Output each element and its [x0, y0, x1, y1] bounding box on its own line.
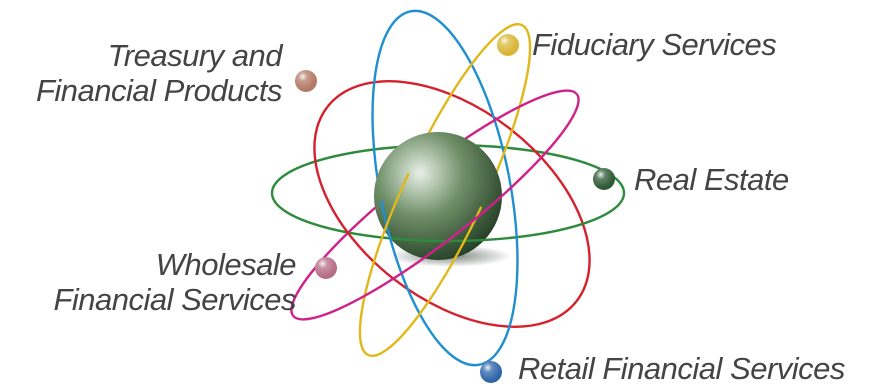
orbit-treasury-back	[326, 80, 591, 303]
orbit-fiduciary-front	[358, 172, 483, 358]
label-wholesale-line1: Wholesale	[155, 247, 297, 282]
orbit-retail-back	[371, 9, 510, 201]
orbit-fiduciary-back	[407, 22, 532, 208]
orbits-front-layer	[270, 93, 626, 367]
label-real-estate: Real Estate	[634, 162, 789, 197]
electron-real-estate	[593, 168, 615, 190]
label-treasury: Treasury and Financial Products	[35, 38, 283, 108]
label-wholesale-line2: Financial Services	[53, 282, 296, 317]
orbit-retail-front	[380, 175, 519, 367]
label-treasury-line2: Financial Products	[35, 73, 283, 108]
electron-fiduciary	[497, 34, 519, 56]
electron-wholesale	[315, 257, 337, 279]
orbit-wholesale-front	[292, 93, 580, 321]
label-wholesale: Wholesale Financial Services	[53, 247, 296, 317]
label-fiduciary: Fiduciary Services	[532, 27, 777, 62]
label-retail: Retail Financial Services	[518, 351, 845, 386]
electrons-layer	[295, 34, 615, 383]
label-treasury-line1: Treasury and	[107, 38, 283, 73]
electron-retail	[480, 361, 502, 383]
electron-treasury	[295, 70, 317, 92]
